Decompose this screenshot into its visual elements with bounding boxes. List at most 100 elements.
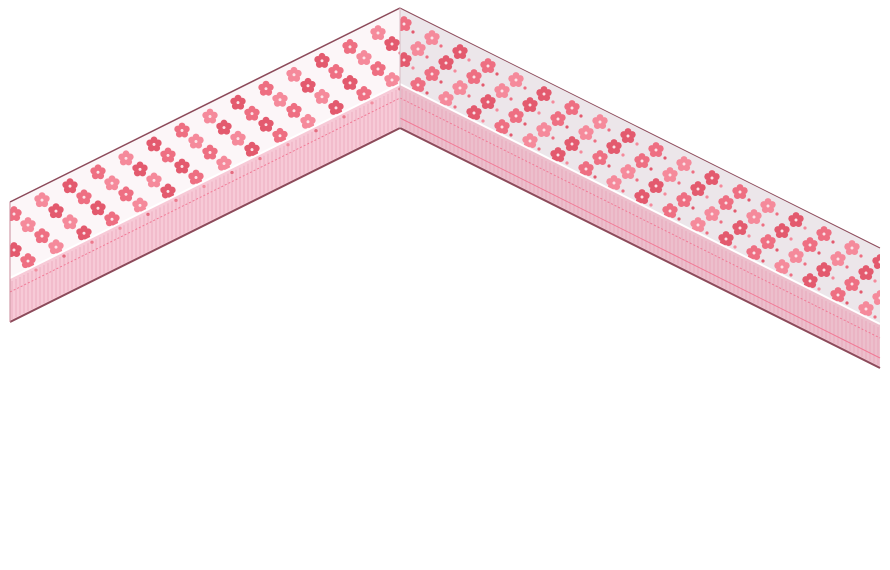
blossom-icon <box>550 111 566 127</box>
blossom-icon <box>244 141 260 157</box>
left-wall-upper <box>10 8 400 278</box>
blossom-icon <box>480 58 496 74</box>
right-wainscot-stripes <box>401 89 879 365</box>
blossom-icon <box>230 130 246 146</box>
blossom-icon <box>48 239 64 255</box>
petal-dot <box>747 234 751 238</box>
petal-dot <box>509 133 513 137</box>
blossom-icon <box>452 80 468 96</box>
petal-dot <box>481 119 485 123</box>
left-top-edge <box>9 7 401 203</box>
petal-dot <box>537 147 541 151</box>
blossom-icon <box>48 203 64 219</box>
blossom-icon <box>732 184 748 200</box>
blossom-icon <box>802 273 818 289</box>
petal-dot <box>467 94 471 98</box>
blossom-icon <box>314 88 330 104</box>
petal-dot <box>411 30 415 34</box>
petal-dot <box>859 254 863 258</box>
petal-dot <box>691 206 695 210</box>
blossom-icon <box>62 178 78 194</box>
blossom-icon <box>216 155 232 171</box>
blossom-icon <box>606 175 622 191</box>
blossom-icon <box>76 189 92 205</box>
blossom-icon <box>746 209 762 225</box>
left-wall <box>9 7 401 323</box>
blossom-icon <box>662 167 678 183</box>
petal-dot <box>705 231 709 235</box>
right-lower-accent-line <box>399 117 881 359</box>
petal-dot <box>453 69 457 73</box>
petal-dot <box>439 44 443 48</box>
blossom-icon <box>160 183 176 199</box>
petal-dot <box>425 55 429 59</box>
petal-dot <box>789 237 793 241</box>
blossom-icon <box>10 242 22 258</box>
blossom-icon <box>34 192 50 208</box>
right-wallpaper-pattern <box>400 16 880 319</box>
petal-dot <box>733 245 737 249</box>
blossom-icon <box>202 144 218 160</box>
blossom-icon <box>160 147 176 163</box>
blossom-icon <box>300 113 316 129</box>
petal-dot <box>593 175 597 179</box>
blossom-icon <box>438 91 454 107</box>
petal-dot <box>705 195 709 199</box>
blossom-icon <box>146 172 162 188</box>
blossom-icon <box>400 16 412 32</box>
blossom-icon <box>648 178 664 194</box>
petal-dot <box>761 223 765 227</box>
blossom-icon <box>356 86 372 101</box>
blossom-icon <box>634 153 650 169</box>
petal-dot <box>817 287 821 291</box>
petal-dot <box>817 251 821 255</box>
blossom-icon <box>118 150 134 166</box>
right-wall <box>399 7 881 369</box>
blossom-icon <box>410 77 426 93</box>
petal-dot <box>565 125 569 129</box>
blossom-icon <box>774 259 790 275</box>
blossom-icon <box>314 52 330 68</box>
blossom-icon <box>356 50 372 65</box>
blossom-icon <box>844 240 860 256</box>
blossom-icon <box>648 142 664 158</box>
petal-dot <box>523 122 527 126</box>
petal-dot <box>621 153 625 157</box>
petal-dot <box>691 170 695 174</box>
blossom-icon <box>578 161 594 177</box>
blossom-icon <box>760 234 776 250</box>
blossom-icon <box>10 206 22 222</box>
blossom-icon <box>816 262 832 278</box>
blossom-icon <box>90 200 106 216</box>
blossom-icon <box>244 105 260 121</box>
blossom-icon <box>802 237 818 253</box>
petal-dot <box>719 184 723 188</box>
blossom-icon <box>522 97 538 113</box>
petal-dot <box>439 80 443 84</box>
petal-dot <box>453 105 457 109</box>
blossom-icon <box>76 225 92 241</box>
blossom-icon <box>536 122 552 138</box>
petal-dot <box>803 226 807 230</box>
blossom-icon <box>592 150 608 166</box>
blossom-icon <box>342 75 358 90</box>
right-bottom-edge <box>399 127 881 369</box>
blossom-icon <box>788 212 804 228</box>
petal-dot <box>579 150 583 154</box>
right-chair-rail <box>399 83 881 325</box>
petal-dot <box>649 167 653 171</box>
petal-dot <box>579 114 583 118</box>
blossom-icon <box>328 99 344 115</box>
petal-dot <box>775 248 779 252</box>
blossom-icon <box>536 86 552 102</box>
petal-dot <box>551 136 555 140</box>
blossom-icon <box>480 94 496 110</box>
blossom-icon <box>732 220 748 236</box>
petal-dot <box>565 161 569 165</box>
blossom-icon <box>676 156 692 172</box>
blossom-icon <box>258 116 274 132</box>
petal-dot <box>831 240 835 244</box>
blossom-icon <box>508 108 524 124</box>
petal-dot <box>747 198 751 202</box>
